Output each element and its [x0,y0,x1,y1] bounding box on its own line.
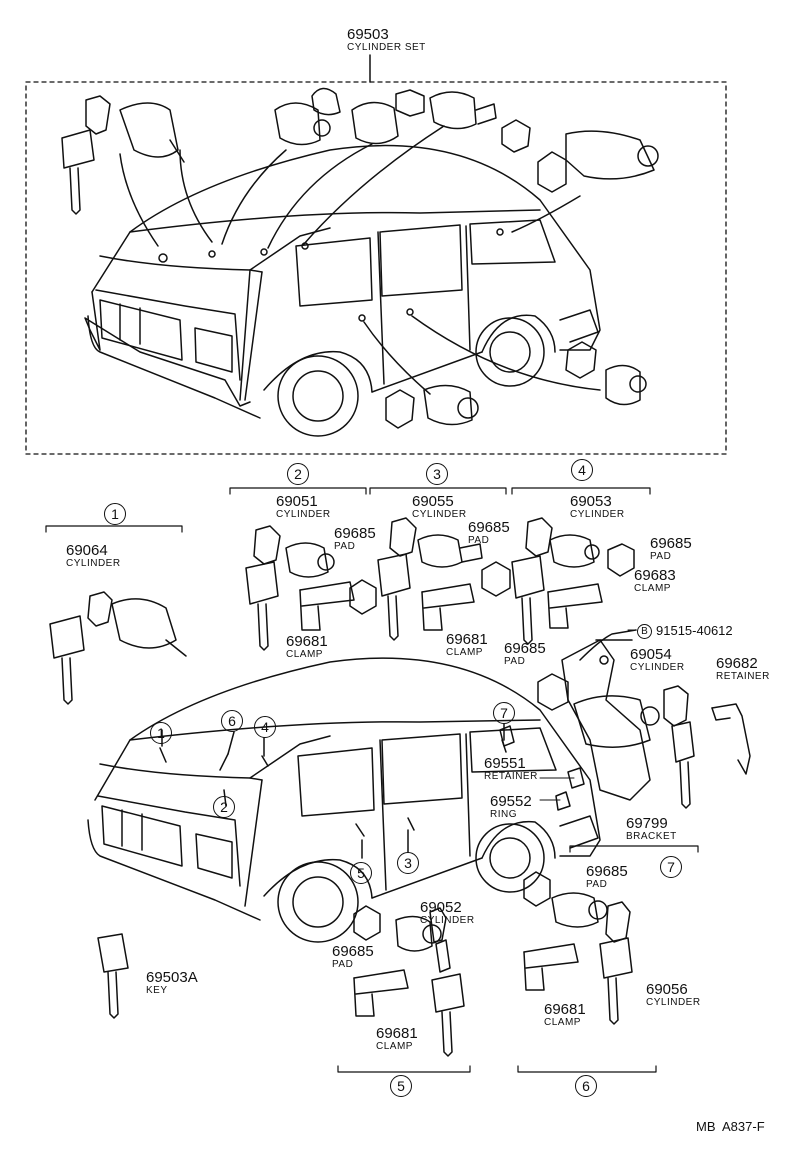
top-van-drawing [84,144,601,437]
van-marker-7: 7 [493,702,515,724]
cylinder-set-box [25,54,727,455]
g6-pad-part: 69685 [586,863,628,880]
g7-retainer-name: RETAINER [716,671,770,682]
group4-parts [511,517,635,645]
g3-cylinder-part: 69055 [412,493,454,510]
g3-clamp-part: 69681 [446,631,488,648]
van-marker-5: 5 [350,862,372,884]
g2-clamp-part: 69681 [286,633,328,650]
set-number: 69503 [347,26,389,43]
g3-pad-name: PAD [468,535,490,546]
top-set-parts [61,87,659,429]
g2-pad-part: 69685 [334,525,376,542]
g4-clamp-name: CLAMP [634,583,671,594]
group3-parts [377,517,511,641]
g5-cylinder-name: CYLINDER [420,915,475,926]
group2-marker: 2 [287,463,309,485]
g6-cylinder-part: 69056 [646,981,688,998]
group5-marker: 5 [390,1075,412,1097]
group7-marker: 7 [660,856,682,878]
g1-cylinder-name: CYLINDER [66,558,121,569]
group7-parts [499,629,751,811]
set-name: CYLINDER SET [347,42,426,53]
g2-pad-name: PAD [334,541,356,552]
g7-cylinder-part: 69054 [630,646,672,663]
g7-retainer-part: 69682 [716,655,758,672]
van-marker-3: 3 [397,852,419,874]
key-name: KEY [146,985,168,996]
van-marker-6: 6 [221,710,243,732]
g3-cylinder-name: CYLINDER [412,509,467,520]
leader-lines [539,629,637,801]
bolt-marker: B [637,624,652,639]
van-marker-1: 1 [150,722,172,744]
g6-pad-name: PAD [586,879,608,890]
g7-ring-part: 69552 [490,793,532,810]
diagram-code: MB A837-F [696,1119,765,1134]
group-brackets [45,487,699,1073]
g2-cylinder-name: CYLINDER [276,509,331,520]
bolt-part: 91515-40612 [656,623,733,638]
g6-clamp-part: 69681 [544,1001,586,1018]
group5-parts [353,905,465,1057]
g4-cylinder-part: 69053 [570,493,612,510]
g6-cylinder-name: CYLINDER [646,997,701,1008]
group3-marker: 3 [426,463,448,485]
g7-pad-part: 69685 [504,640,546,657]
van-marker-2: 2 [213,796,235,818]
g5-pad-part: 69685 [332,943,374,960]
g3-pad-part: 69685 [468,519,510,536]
g2-clamp-name: CLAMP [286,649,323,660]
g7-bracket-part: 69799 [626,815,668,832]
g6-clamp-name: CLAMP [544,1017,581,1028]
g7-cylinder-name: CYLINDER [630,662,685,673]
g7-bracket-name: BRACKET [626,831,677,842]
g4-clamp-part: 69683 [634,567,676,584]
group1-marker: 1 [104,503,126,525]
group2-parts [245,525,377,651]
g7-ring-name: RING [490,809,517,820]
g5-pad-name: PAD [332,959,354,970]
g5-cylinder-part: 69052 [420,899,462,916]
g2-cylinder-part: 69051 [276,493,318,510]
group6-parts [523,871,633,1025]
g7-pad-name: PAD [504,656,526,667]
g5-clamp-part: 69681 [376,1025,418,1042]
group1-parts [49,591,187,705]
g5-clamp-name: CLAMP [376,1041,413,1052]
van-marker-4: 4 [254,716,276,738]
g7-retainer2-part: 69551 [484,755,526,772]
group6-marker: 6 [575,1075,597,1097]
key-part [97,933,129,1019]
key-part-number: 69503A [146,969,198,986]
g3-clamp-name: CLAMP [446,647,483,658]
group4-marker: 4 [571,459,593,481]
g4-pad-part: 69685 [650,535,692,552]
g7-retainer2-name: RETAINER [484,771,538,782]
g4-cylinder-name: CYLINDER [570,509,625,520]
g4-pad-name: PAD [650,551,672,562]
g1-cylinder-part: 69064 [66,542,108,559]
